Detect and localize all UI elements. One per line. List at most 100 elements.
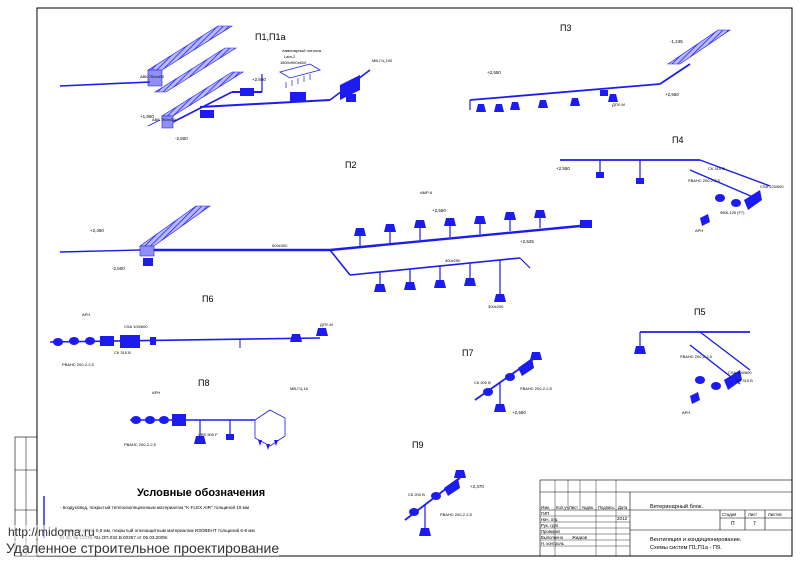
p6-dpu: ДПУ-М [320,322,333,327]
tb-role-checked: Проверил [541,529,561,534]
tb-role-done: Выполнено [541,535,564,540]
p8-mvgd: МВ-ГЦ 16 [290,386,309,391]
p3-elev-1245: -1,245 [670,39,683,44]
p7-rvanc: РВАНС 200-2-2,5 [520,386,553,391]
system-p6 [49,328,328,348]
legend-line-3: ЕI 30; № ССПБ.RU.ОП.032.В.00357 от 05.03… [60,535,169,540]
p4-csa: CSA 120/600 [760,184,784,189]
title-block-sheet: 7 [753,521,756,527]
tb-role-gip: ГИП [541,511,550,516]
system-p5 [634,331,751,404]
p4-rvanc: РВАНС 200-2-2,5 [688,178,721,183]
title-block-desc-1: Вентиляция и кондиционирование. [650,537,742,543]
p5-rvanc: РВАНС 200-2-2,5 [680,354,713,359]
p6-sk: СК 315 В [114,350,131,355]
title-block-desc-2: Схемы систем П1,П1а - П9. [650,545,722,551]
watermark-url[interactable]: http://midoma.ru [8,525,95,539]
p4-arn: АРН [695,228,703,233]
title-block [539,479,793,557]
p6-csa: CSA 100/600 [124,324,148,329]
title-block-sheets-label: Листов [768,512,782,517]
tb-col-date: Дата [618,505,628,510]
title-block-stage-label: Стадия [722,512,737,517]
p3-title: П3 [560,23,571,33]
p2-elev-2450: +2,450 [90,228,104,233]
laminar-ceiling [278,63,322,79]
title-block-name: Ветеринарный блок. [650,504,703,510]
p1-avk-upper-face [147,69,163,87]
p7-sk: СК 200 В [474,380,491,385]
p1-avk-upper [146,25,234,71]
p9-rvanc: РВАНС 200-2-2,5 [440,512,473,517]
tb-executor: Жидков [572,535,588,540]
system-p2 [59,205,592,302]
p1-elev-1950: +1,950 [140,114,154,119]
p4-fvk: ФВК-125 (F7) [720,210,745,215]
p4-elev-2550: +2,550 [556,166,570,171]
system-p7 [474,352,542,412]
watermark-text: Удаленное строительное проектирование [6,540,280,556]
tb-col-doc: №док. [582,505,595,510]
p6-title: П6 [202,294,213,304]
p3-elev-2550: +2,550 [487,70,501,75]
title-block-year: 2012 [617,516,628,521]
tb-col-qty: Кол.уч [556,505,569,510]
p8-title: П8 [198,378,209,388]
p2-amp: АМР-К [420,190,433,195]
p1-avk-lower-face [161,115,174,129]
p2-elev-m2600: -2,600 [112,266,125,271]
tb-role-control: Н. контроль [541,541,564,546]
p7-elev-2550: +2,550 [512,410,526,415]
legend-line-2: толщиной стали 0,8 мм, покрытый огнезащи… [60,528,255,533]
p8-arn: АРН [152,390,160,395]
p8-vre: VRE 500 F [198,432,218,437]
p1-avk-lower [160,71,245,117]
legend-line-1: - воздуховод, покрытый теплоизоляционным… [60,505,249,510]
p8-vre-box [254,409,286,447]
p4-sk: СК 315 В [708,166,725,171]
system-p8 [130,409,286,450]
p2-elev-2525: +2,525 [520,239,534,244]
system-p9 [404,470,466,536]
tb-col-change: Изм. [541,505,550,510]
legend-title: Условные обозначения [137,487,266,499]
p5-sk: СК 315 В [736,378,753,383]
p1-title: П1,П1а [255,32,285,42]
p7-title: П7 [462,348,473,358]
system-p3 [469,29,731,112]
p2-size-300: 300х200 [488,304,504,309]
p6-arn: АРН [82,312,90,317]
p1-avk2-label: АВК 700х400 [152,117,177,122]
title-block-sheet-label: Лист [748,512,758,517]
p3-elev-2550-b: +2,550 [665,92,679,97]
tb-col-sign: Подпись [598,505,615,510]
p1-avk1-label: АВК 700х400 [140,74,165,79]
p3-avk [667,29,731,65]
system-p4 [560,159,771,226]
p2-title: П2 [345,160,356,170]
p5-csa: CSA 100/600 [728,370,752,375]
p5-arn: АРН [682,410,690,415]
p2-avk [139,205,211,247]
p5-title: П5 [694,307,705,317]
p1-ceiling-size: 1800х900х600 [280,60,307,65]
p1-elev-m2600: -2,600 [175,136,188,141]
tb-role-head: Нач. отд. [541,517,559,522]
system-p1 [59,25,371,129]
p1-ceiling-label: ламинарный потолок [282,48,321,53]
drawing-frame [36,7,793,557]
p4-title: П4 [672,135,683,145]
tb-col-sheet: Лист [569,505,579,510]
p1-elev-2650: +2,650 [252,77,266,82]
p3-dpu: ДПУ-М [612,102,625,107]
tb-role-group: Рук. груп. [541,523,560,528]
p9-sk: СК 200 В [408,492,425,497]
p1-ceiling-model: Lam-2 [284,54,296,59]
p2-size-500: 500х300 [272,243,288,248]
p8-rvanc: РВАНС 200-2-2,5 [124,442,157,447]
title-block-stage: П [731,521,735,527]
p2-elev-2550: +2,550 [432,208,446,213]
p1-avk-mid [153,47,238,93]
p9-elev-2470: +2,470 [470,484,484,489]
